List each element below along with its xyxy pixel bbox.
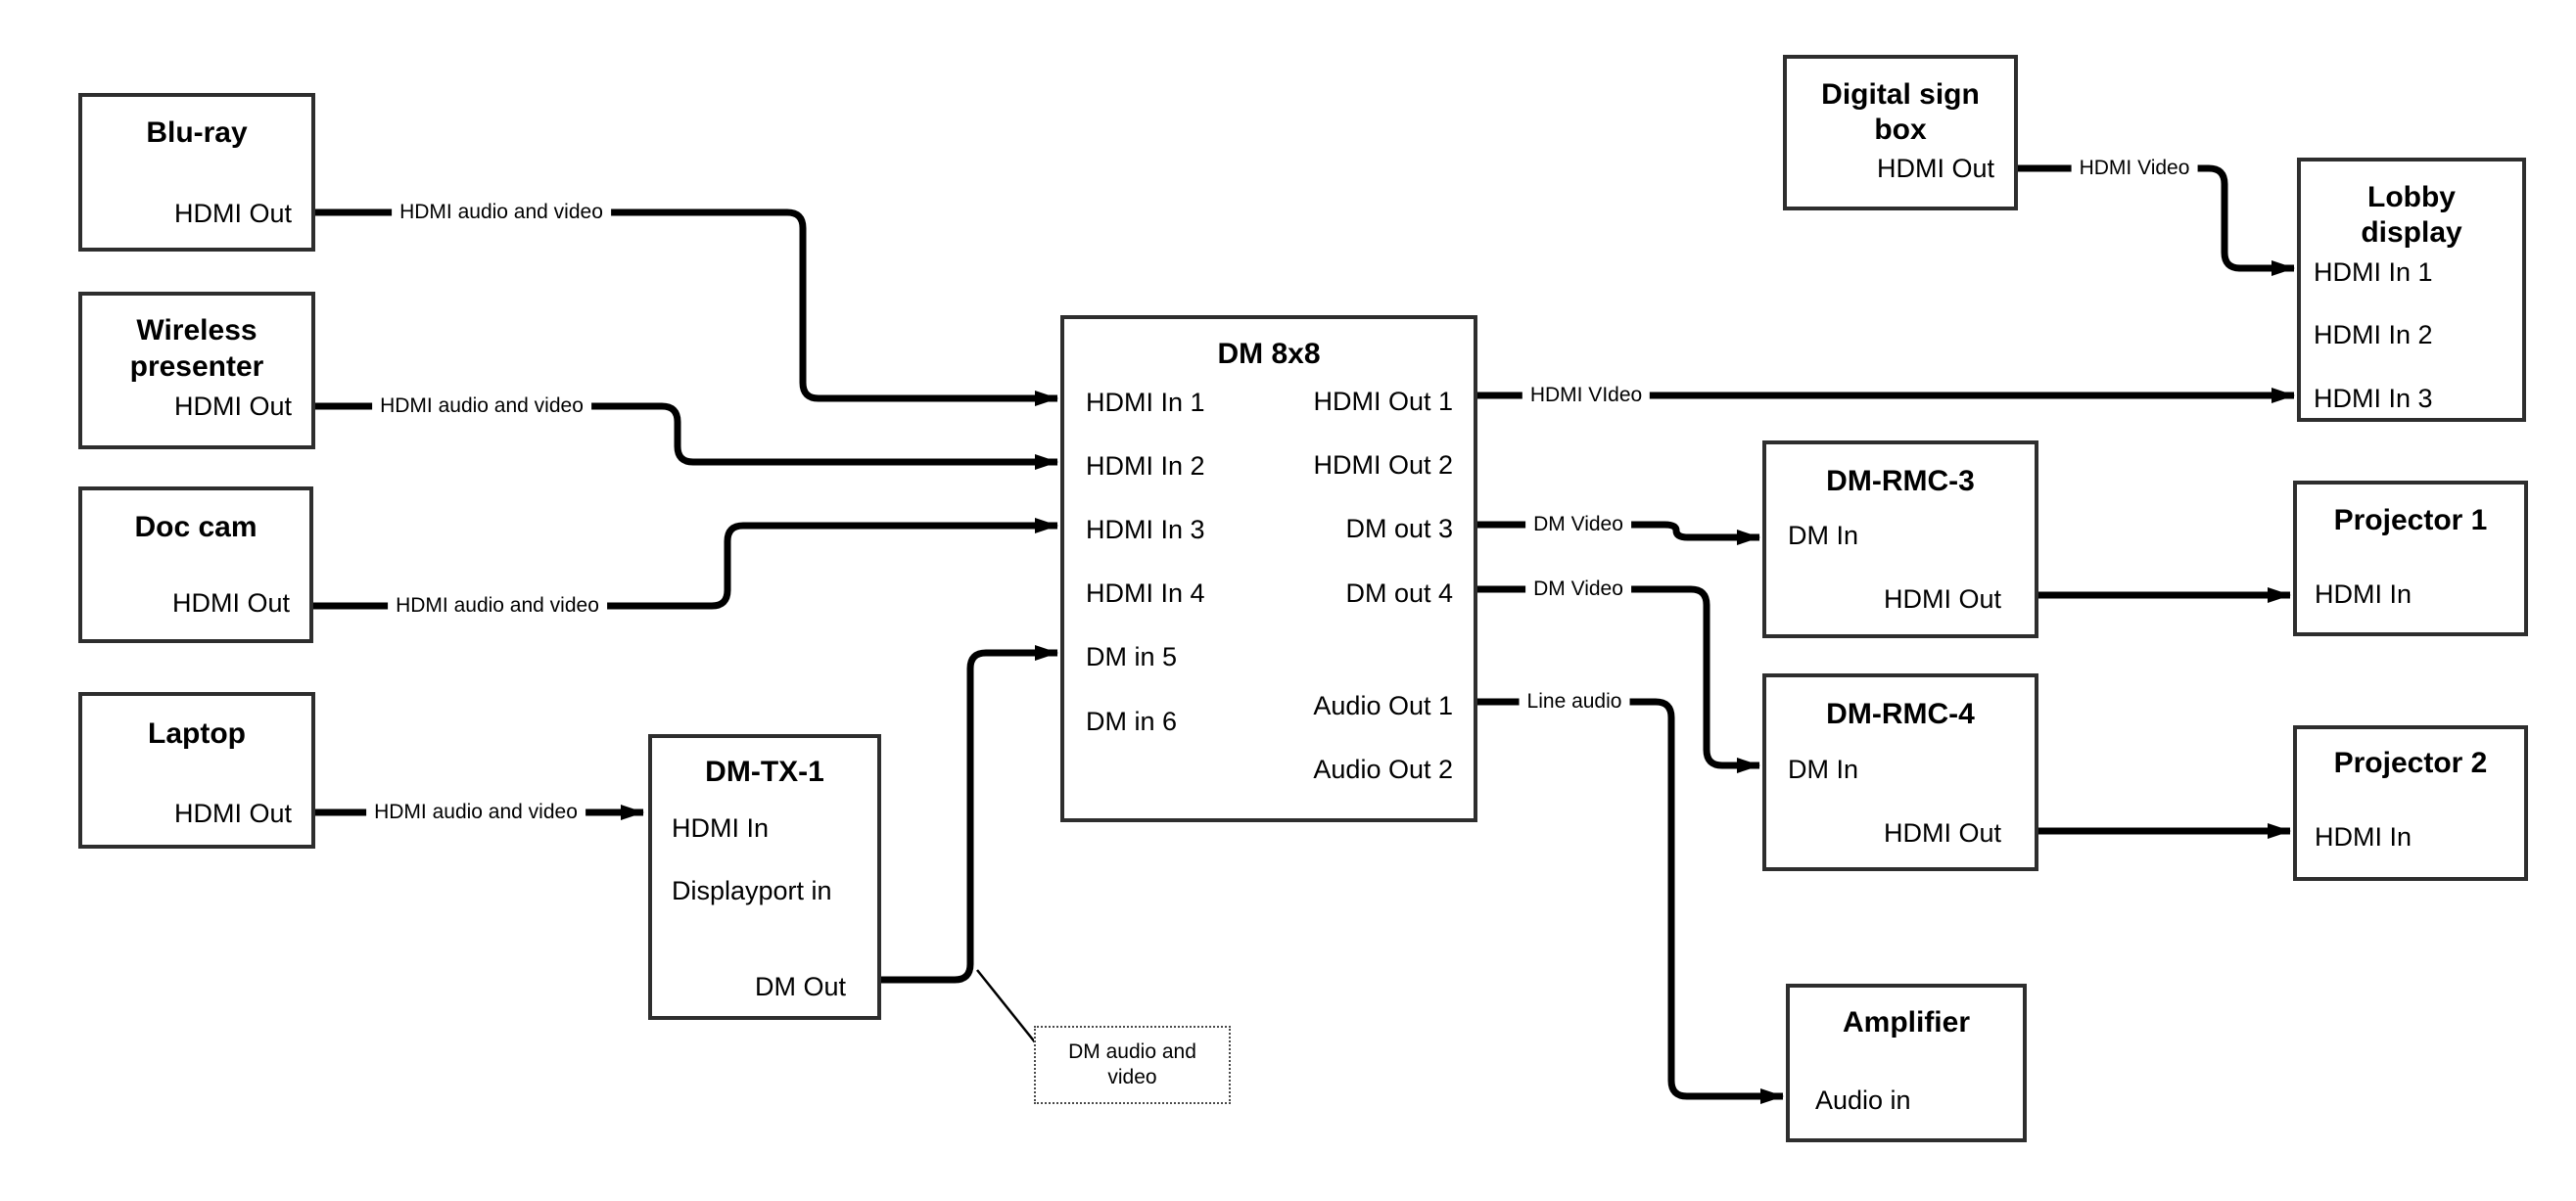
port-proj1-hdmi-in: HDMI In: [2315, 579, 2412, 609]
node-title: Laptop: [148, 717, 246, 750]
node-bluray[interactable]: Blu-ray HDMI Out: [78, 93, 315, 252]
port-dm8x8-hdmi-in-3: HDMI In 3: [1086, 515, 1205, 544]
node-dm-rmc-3[interactable]: DM-RMC-3 DM In HDMI Out: [1762, 440, 2038, 638]
port-dm8x8-dm-in-5: DM in 5: [1086, 642, 1178, 671]
node-title: Lobby display: [2361, 181, 2462, 249]
port-dm8x8-audio-out-2: Audio Out 2: [1313, 755, 1453, 784]
edge-label-bluray-dm8x8: HDMI audio and video: [392, 199, 611, 226]
port-dm8x8-hdmi-in-2: HDMI In 2: [1086, 451, 1205, 481]
edge-dm8x8-dmrmc3: [1477, 521, 1760, 545]
edge-label-laptop-dmtx1: HDMI audio and video: [366, 799, 585, 826]
port-wireless-hdmi-out: HDMI Out: [173, 392, 292, 421]
port-lobby-hdmi-in-1: HDMI In 1: [2314, 257, 2433, 287]
port-dm8x8-hdmi-out-2: HDMI Out 2: [1313, 450, 1453, 480]
port-lobby-hdmi-in-2: HDMI In 2: [2314, 320, 2433, 349]
edge-label-dm8x8-dmrmc3: DM Video: [1525, 511, 1631, 538]
port-dm8x8-hdmi-out-1: HDMI Out 1: [1313, 387, 1453, 416]
callout-dm-audio-video: DM audio and video: [1034, 1026, 1231, 1104]
edge-dm8x8-amp: [1477, 698, 1784, 1104]
port-doccam-hdmi-out: HDMI Out: [171, 588, 290, 618]
edge-doccam-dm8x8: [313, 518, 1058, 610]
node-title: DM-TX-1: [705, 756, 824, 788]
node-title: DM 8x8: [1217, 338, 1321, 370]
port-dmrmc4-dm-in: DM In: [1788, 755, 1859, 784]
edge-label-dm8x8-lobby: HDMI VIdeo: [1522, 382, 1651, 409]
edge-wireless-dm8x8: [315, 402, 1058, 470]
node-title: Wireless presenter: [129, 314, 264, 383]
callout-leader-line: [976, 969, 1037, 1044]
port-dmtx1-hdmi-in: HDMI In: [672, 813, 770, 843]
port-digitalsign-hdmi-out: HDMI Out: [1876, 154, 1994, 183]
node-title: Blu-ray: [146, 116, 248, 149]
node-doc-cam[interactable]: Doc cam HDMI Out: [78, 486, 313, 643]
port-lobby-hdmi-in-3: HDMI In 3: [2314, 384, 2433, 413]
node-digital-sign-box[interactable]: Digital sign box HDMI Out: [1783, 55, 2018, 210]
port-dm8x8-hdmi-in-4: HDMI In 4: [1086, 578, 1205, 608]
node-title: DM-RMC-4: [1826, 698, 1975, 730]
node-dm-tx-1[interactable]: DM-TX-1 HDMI In Displayport in DM Out: [648, 734, 881, 1020]
node-laptop[interactable]: Laptop HDMI Out: [78, 692, 315, 849]
port-dmrmc4-hdmi-out: HDMI Out: [1883, 818, 2001, 848]
port-dm8x8-dm-out-3: DM out 3: [1345, 514, 1453, 543]
port-proj2-hdmi-in: HDMI In: [2315, 822, 2412, 852]
node-amplifier[interactable]: Amplifier Audio in: [1786, 984, 2027, 1142]
port-dmrmc3-dm-in: DM In: [1788, 521, 1859, 550]
node-title: Amplifier: [1842, 1006, 1971, 1039]
port-amp-audio-in: Audio in: [1815, 1086, 1911, 1115]
port-dm8x8-dm-in-6: DM in 6: [1086, 707, 1178, 736]
port-dm8x8-audio-out-1: Audio Out 1: [1313, 691, 1453, 720]
edge-label-dm8x8-amp: Line audio: [1519, 688, 1630, 716]
port-bluray-hdmi-out: HDMI Out: [173, 199, 292, 228]
port-dm8x8-hdmi-in-1: HDMI In 1: [1086, 388, 1205, 417]
node-projector-2[interactable]: Projector 2 HDMI In: [2293, 725, 2528, 881]
edge-label-dm8x8-dmrmc4: DM Video: [1525, 576, 1631, 603]
node-wireless-presenter[interactable]: Wireless presenter HDMI Out: [78, 292, 315, 449]
node-projector-1[interactable]: Projector 1 HDMI In: [2293, 481, 2528, 636]
edge-bluray-dm8x8: [315, 208, 1058, 406]
edge-dm8x8-dmrmc4: [1477, 585, 1760, 773]
port-dm8x8-dm-out-4: DM out 4: [1345, 578, 1453, 608]
node-dm-8x8[interactable]: DM 8x8 HDMI In 1 HDMI In 2 HDMI In 3 HDM…: [1060, 315, 1477, 822]
edge-label-wireless-dm8x8: HDMI audio and video: [372, 393, 591, 420]
port-dmtx1-dm-out: DM Out: [754, 972, 846, 1001]
edge-label-doccam-dm8x8: HDMI audio and video: [388, 592, 607, 620]
port-dmrmc3-hdmi-out: HDMI Out: [1883, 584, 2001, 614]
edge-dmtx1-dm8x8: [881, 645, 1058, 984]
node-dm-rmc-4[interactable]: DM-RMC-4 DM In HDMI Out: [1762, 673, 2038, 871]
edge-label-digitalsign-lobby: HDMI Video: [2071, 155, 2198, 182]
node-title: DM-RMC-3: [1826, 465, 1975, 497]
node-title: Digital sign box: [1821, 78, 1980, 146]
edge-digitalsign-lobby: [2018, 164, 2295, 276]
node-title: Doc cam: [134, 511, 258, 543]
node-title: Projector 1: [2333, 504, 2488, 536]
callout-text: DM audio and video: [1068, 1040, 1196, 1088]
port-laptop-hdmi-out: HDMI Out: [173, 799, 292, 828]
port-dmtx1-displayport-in: Displayport in: [672, 876, 832, 905]
node-lobby-display[interactable]: Lobby display HDMI In 1 HDMI In 2 HDMI I…: [2297, 158, 2526, 422]
node-title: Projector 2: [2333, 747, 2488, 779]
